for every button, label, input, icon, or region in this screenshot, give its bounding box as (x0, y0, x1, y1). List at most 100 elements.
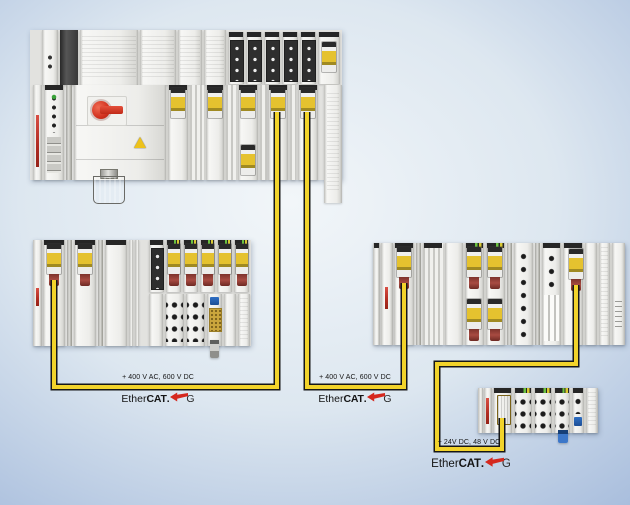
module (514, 388, 532, 433)
label-lines (615, 301, 622, 331)
power-connector (168, 244, 180, 274)
module (282, 32, 298, 84)
module (554, 388, 570, 433)
module (207, 294, 222, 346)
module (204, 30, 226, 85)
module (394, 243, 414, 345)
module (486, 243, 505, 345)
logo-text-ether: Ether (318, 393, 344, 405)
module (206, 85, 224, 180)
module (165, 294, 184, 346)
power-connector (488, 247, 502, 277)
power-connector (219, 244, 231, 274)
power-connector (241, 88, 255, 118)
logo-text-ether: Ether (121, 393, 147, 405)
module (563, 243, 583, 345)
cable-gland (80, 274, 90, 286)
power-connector (467, 299, 481, 329)
rack-bottom-right (478, 388, 598, 443)
power-connector (185, 244, 197, 274)
module (465, 243, 484, 345)
io-connector-grid (515, 395, 531, 429)
power-connector (236, 244, 248, 274)
logo-text-dot: . (166, 393, 170, 405)
module-top-cap (269, 85, 287, 90)
module (168, 85, 188, 180)
module (226, 85, 236, 180)
drive-connector-panel (266, 40, 280, 82)
drive-connector-panel (230, 40, 244, 82)
power-plug (497, 395, 511, 425)
module-top-cap (299, 85, 317, 90)
mounting-rail (416, 243, 421, 345)
module (33, 85, 42, 180)
module (149, 294, 163, 346)
vent-lines (82, 36, 136, 80)
module-top-cap (424, 243, 442, 248)
cable-gland (399, 277, 409, 289)
vent-lines (206, 36, 224, 80)
power-connector (301, 88, 315, 118)
mounting-rail (67, 240, 72, 346)
logo-text-g: G (186, 393, 195, 405)
module (149, 240, 164, 292)
cable-gland (490, 277, 500, 289)
module (493, 388, 512, 433)
module-top-cap (106, 240, 126, 245)
module-top-cap (555, 388, 569, 393)
module-top-cap (494, 388, 511, 393)
motor-connector-plug (93, 176, 125, 204)
module-top-cap (487, 243, 504, 248)
drive-connector-panel (248, 40, 262, 82)
cable-gland (49, 274, 59, 286)
led-dots (47, 52, 53, 70)
logo-text-cat: CAT (343, 393, 364, 405)
main-switch (87, 96, 127, 126)
module (423, 243, 443, 345)
module (381, 243, 393, 345)
red-arrow-icon (367, 392, 386, 402)
module-top-cap (515, 388, 531, 393)
module (612, 243, 625, 345)
cable-gland (469, 329, 479, 341)
module-top-cap (229, 32, 243, 37)
module (324, 85, 342, 203)
module (268, 85, 288, 180)
port-stack (47, 137, 61, 173)
module-top-cap (283, 32, 297, 37)
display-window (574, 417, 582, 426)
module (298, 85, 318, 180)
module (186, 294, 205, 346)
io-connector-column (575, 394, 581, 414)
module (60, 30, 78, 85)
module (140, 30, 176, 85)
module (135, 240, 139, 346)
module-top-cap (247, 32, 261, 37)
module-top-cap (301, 32, 315, 37)
panel-strips (544, 295, 559, 341)
main-switch-handle (100, 106, 123, 114)
module (44, 85, 64, 180)
voltage-label-left: + 400 V AC, 600 V DC (122, 374, 194, 381)
cable-gland (186, 274, 196, 286)
vent-lines (601, 247, 608, 337)
module (238, 294, 250, 346)
module-top-cap (45, 85, 63, 90)
module (478, 388, 483, 433)
rack-middle-left (33, 240, 251, 358)
cable-gland (220, 274, 230, 286)
module (534, 388, 552, 433)
module (129, 240, 133, 346)
module-top-cap (265, 32, 279, 37)
warning-triangle-icon (134, 137, 146, 148)
module (264, 32, 280, 84)
cable-gland (571, 279, 581, 291)
module (183, 240, 198, 292)
rack-top-cabinet (30, 30, 342, 204)
power-connector (467, 247, 481, 277)
module (166, 240, 181, 292)
